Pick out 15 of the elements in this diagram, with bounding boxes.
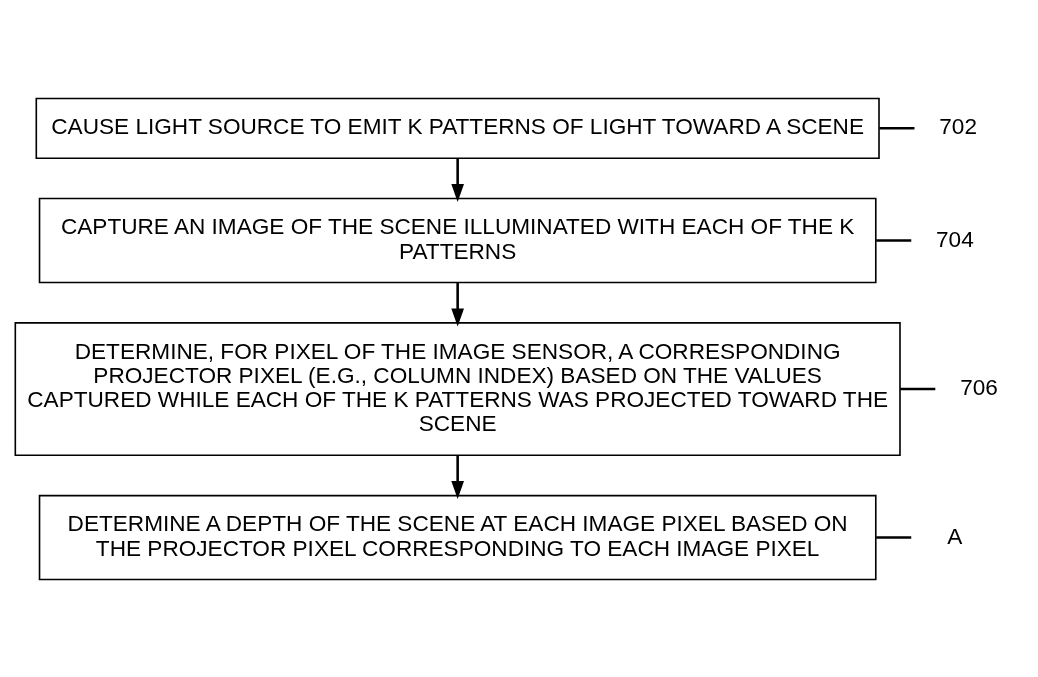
arrow bbox=[451, 455, 464, 499]
arrow bbox=[451, 158, 464, 202]
node-text: 706 bbox=[960, 374, 998, 400]
connector bbox=[876, 238, 912, 242]
node-text: 704 bbox=[936, 226, 974, 251]
connector bbox=[879, 126, 915, 130]
node-text: 702 bbox=[939, 113, 977, 139]
node-text: A bbox=[947, 523, 963, 549]
node-box: DETERMINE, FOR PIXEL OF THE IMAGE SENSOR, A CORRESPONDING PROJECTOR PIXEL (E.G., COLUMN INDEX) BASED ON THE VALUES CAPTURED WHILE EACH OF THE K PATTERNS WAS PROJECTED TOWARD THE SCENE bbox=[14, 321, 901, 456]
node-box: DETERMINE A DEPTH OF THE SCENE AT EACH IMAGE PIXEL BASED ON THE PROJECTOR PIXEL CORRESPONDING TO EACH IMAGE PIXEL bbox=[38, 494, 877, 580]
node-box: CAUSE LIGHT SOURCE TO EMIT K PATTERNS OF LIGHT TOWARD A SCENE bbox=[35, 97, 880, 159]
connector bbox=[876, 535, 912, 539]
arrow bbox=[451, 282, 464, 327]
node-box: CAPTURE AN IMAGE OF THE SCENE ILLUMINATED WITH EACH OF THE K PATTERNS bbox=[38, 197, 877, 283]
connector bbox=[900, 387, 936, 390]
